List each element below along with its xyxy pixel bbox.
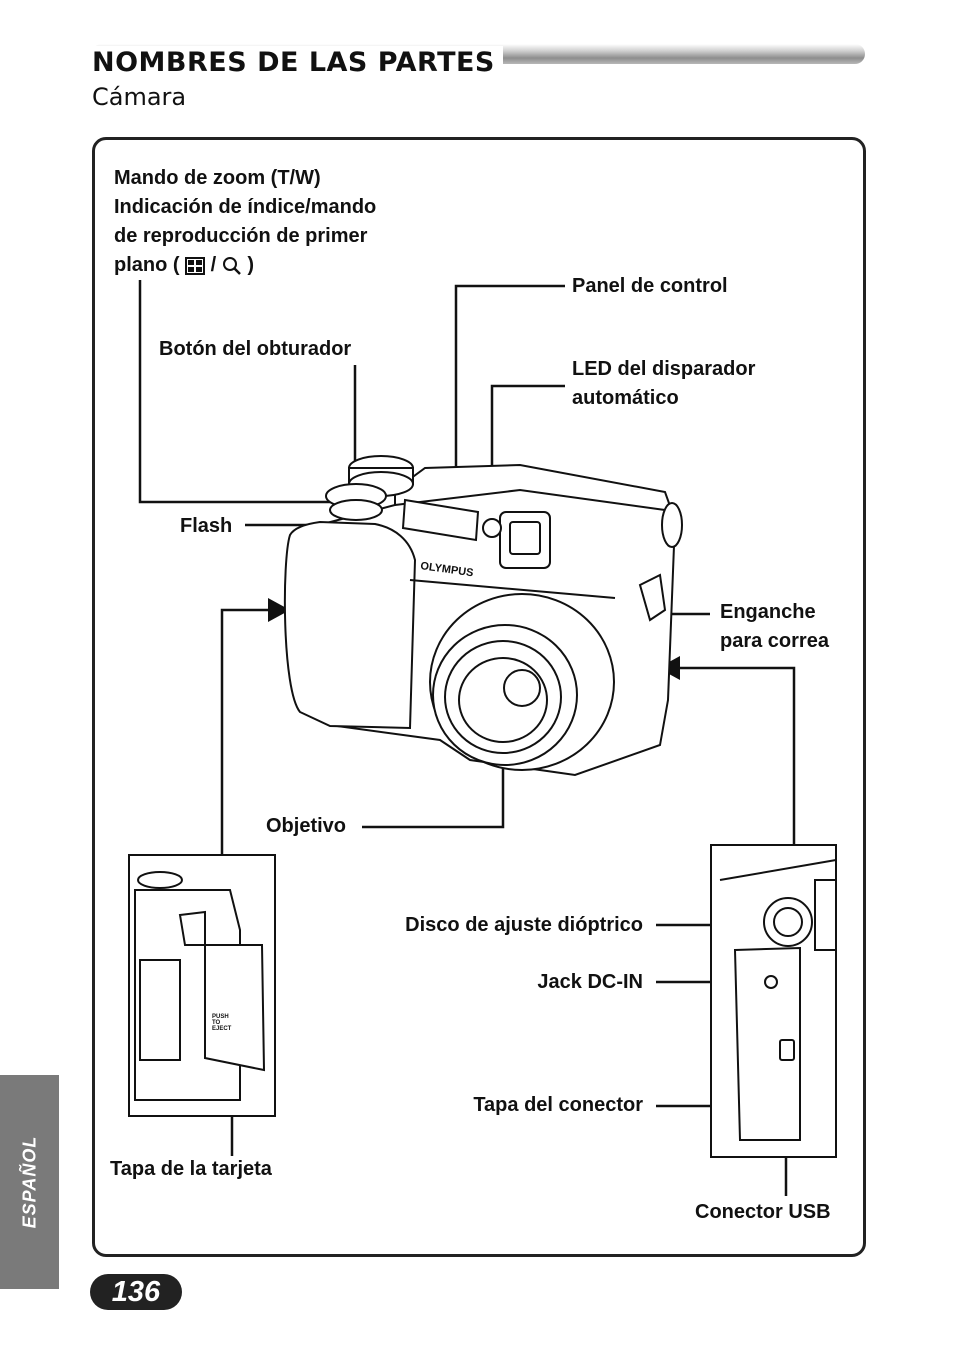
connector-cover-label: Tapa del conector (473, 1094, 643, 1116)
connector-inset (710, 844, 837, 1158)
language-side-tab-label: ESPAÑOL (19, 1135, 39, 1229)
card-cover-label: Tapa de la tarjeta (110, 1158, 272, 1180)
page-subtitle: Cámara (92, 83, 187, 111)
usb-connector-label: Conector USB (695, 1201, 831, 1223)
zoom-plano-suffix: ) (247, 254, 255, 276)
selftimer-led-label: LED del disparador automático (572, 355, 755, 413)
card-door-text-2: TO (212, 1020, 221, 1026)
zoom-lever-label: Mando de zoom (T/W) Indicación de índice… (114, 164, 376, 280)
control-panel-label: Panel de control (572, 275, 728, 297)
zoom-leader-line (138, 280, 330, 504)
zoom-label-line-4: plano ( / ) (114, 251, 376, 280)
card-door-text-1: PUSH (212, 1014, 229, 1020)
page-number-badge: 136 (90, 1274, 182, 1310)
diagram-frame (92, 137, 866, 1257)
zoom-plano-separator: / (210, 254, 217, 276)
selftimer-label-line-2: automático (572, 387, 679, 409)
camera-body (283, 455, 683, 777)
magnify-icon (222, 256, 241, 275)
language-side-tab: ESPAÑOL (0, 1075, 59, 1289)
right-inset-connector (680, 666, 796, 845)
strap-label-line-1: Enganche (720, 601, 816, 623)
flash-label: Flash (180, 515, 233, 537)
control-panel-leader-line (454, 284, 565, 475)
zoom-label-line-1: Mando de zoom (T/W) (114, 167, 321, 189)
shutter-button-label: Botón del obturador (159, 338, 352, 360)
zoom-label-line-3: de reproducción de primer (114, 225, 368, 247)
index-display-icon (185, 256, 206, 275)
zoom-label-line-2: Indicación de índice/mando (114, 196, 377, 218)
strap-eyelet-label: Enganche para correa (720, 598, 829, 656)
page-number: 136 (111, 1276, 161, 1308)
left-arrow-head (268, 598, 290, 622)
strap-label-line-2: para correa (720, 630, 829, 652)
page-title: NOMBRES DE LAS PARTES (92, 46, 503, 80)
card-door-text-3: EJECT (212, 1026, 232, 1032)
selftimer-label-line-1: LED del disparador (572, 358, 756, 380)
zoom-plano-prefix: plano ( (114, 254, 180, 276)
card-cover-inset (128, 854, 276, 1117)
dcin-jack-label: Jack DC-IN (537, 971, 643, 993)
lens-label: Objetivo (266, 815, 347, 837)
diopter-dial-label: Disco de ajuste dióptrico (405, 914, 643, 936)
left-inset-connector (220, 608, 268, 855)
